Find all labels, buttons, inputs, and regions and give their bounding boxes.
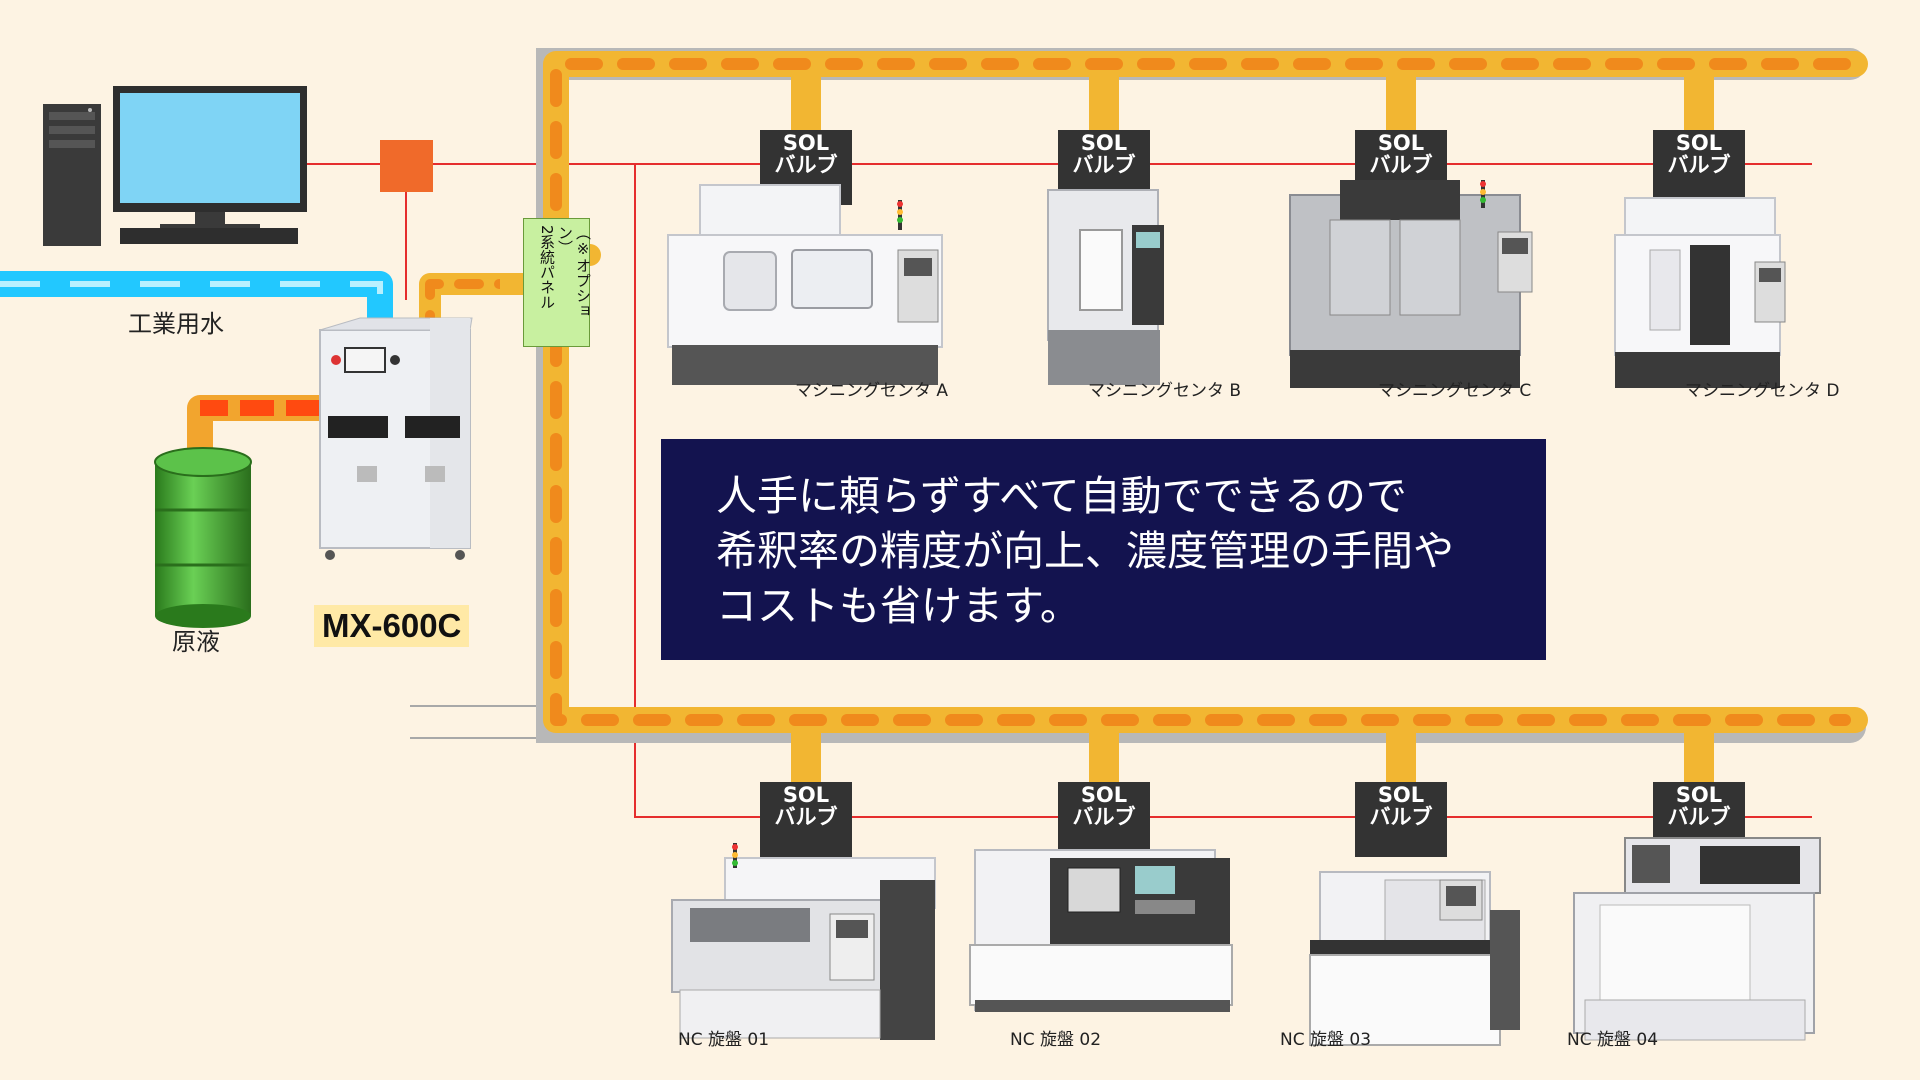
valve-label-line1: SOL xyxy=(1080,783,1128,807)
dispenser-unit-icon xyxy=(319,317,473,560)
valve-label-line2: バルブ xyxy=(1072,153,1136,177)
valve-label-line1: SOL xyxy=(782,131,830,155)
option-panel-text: （※オプション）2系統パネル xyxy=(538,225,592,346)
water-label: 工業用水 xyxy=(128,310,224,338)
option-panel-line2: 2系統パネル xyxy=(538,225,556,310)
machining-center-label: マシニングセンタ C xyxy=(1378,381,1532,401)
machining-center-label: マシニングセンタ D xyxy=(1685,381,1840,401)
controller-box-icon xyxy=(380,140,433,192)
valve-label-line2: バルブ xyxy=(1667,153,1731,177)
water-pipe xyxy=(0,271,393,330)
message-line: 希釈率の精度が向上、濃度管理の手間や xyxy=(716,527,1454,575)
message-line: 人手に頼らずすべて自動でできるので xyxy=(716,472,1407,520)
valve-label-line1: SOL xyxy=(1675,783,1723,807)
valve-label-line1: SOL xyxy=(1377,783,1425,807)
machining-center-icon xyxy=(1614,197,1786,388)
desktop-computer-icon xyxy=(43,86,307,246)
gray-lines xyxy=(410,705,545,739)
nc-lathe-label: NC 旋盤 04 xyxy=(1567,1030,1659,1050)
stock-pipe xyxy=(187,395,320,460)
nc-lathe-label: NC 旋盤 02 xyxy=(1010,1030,1102,1050)
valve-label-line2: バルブ xyxy=(1667,805,1731,829)
valve-label-line1: SOL xyxy=(1377,131,1425,155)
drum-icon xyxy=(154,447,252,628)
valve-label-line1: SOL xyxy=(782,783,830,807)
option-panel-line1: （※オプション） xyxy=(556,225,592,318)
valve-label-line2: バルブ xyxy=(774,805,838,829)
nc-lathe-label: NC 旋盤 03 xyxy=(1280,1030,1372,1050)
machining-center-label: マシニングセンタ A xyxy=(795,381,949,401)
nc-lathe-icon xyxy=(1309,871,1520,1046)
valve-label-line1: SOL xyxy=(1675,131,1723,155)
stock-label: 原液 xyxy=(172,628,220,656)
nc-lathe-icon xyxy=(671,843,936,1040)
model-label: MX-600C xyxy=(314,605,470,647)
valve-label-line2: バルブ xyxy=(1369,153,1433,177)
valve-label-line2: バルブ xyxy=(1369,805,1433,829)
nc-lathe-label: NC 旋盤 01 xyxy=(678,1030,770,1050)
valve-label-line2: バルブ xyxy=(1072,805,1136,829)
machining-center-icon xyxy=(1047,189,1164,385)
option-panel: （※オプション）2系統パネル xyxy=(523,218,592,347)
nc-lathe-icon xyxy=(969,849,1233,1012)
machining-center-icon xyxy=(1289,180,1533,388)
machining-center-icon xyxy=(667,184,943,385)
machining-center-label: マシニングセンタ B xyxy=(1088,381,1242,401)
message-line: コストも省けます。 xyxy=(716,582,1081,630)
nc-lathe-icon xyxy=(1573,837,1821,1041)
valve-label-line2: バルブ xyxy=(774,153,838,177)
valve-label-line1: SOL xyxy=(1080,131,1128,155)
valve-droppers xyxy=(791,64,1714,786)
message-box: 人手に頼らずすべて自動でできるので 希釈率の精度が向上、濃度管理の手間や コスト… xyxy=(661,439,1546,660)
